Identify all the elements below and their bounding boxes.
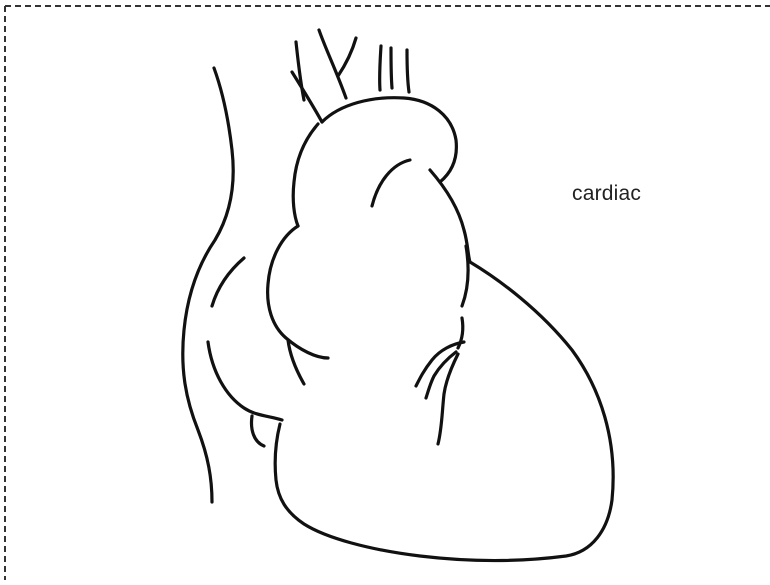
vessel-branch-2	[319, 30, 346, 98]
dashed-border	[5, 6, 770, 580]
aortic-arch	[322, 98, 456, 182]
vessel-branch-4	[380, 46, 381, 90]
atrium-accent	[212, 258, 244, 306]
vena-cava-outline	[183, 68, 233, 502]
coronary-vessel-4	[426, 352, 456, 398]
vessel-branch-3	[338, 38, 356, 76]
vessel-branch-5	[391, 48, 392, 88]
inner-left-ventricle	[462, 246, 468, 306]
ascending-aorta	[293, 124, 318, 226]
diagram-label: cardiac	[572, 182, 641, 206]
left-ventricle-wall	[275, 170, 613, 561]
vessel-branch-6	[407, 50, 409, 92]
right-atrium	[268, 226, 328, 358]
inner-aorta-curve	[372, 160, 410, 206]
vessel-connector	[292, 72, 322, 122]
right-ventricle-left	[208, 342, 282, 420]
auricle-bump	[252, 416, 265, 446]
